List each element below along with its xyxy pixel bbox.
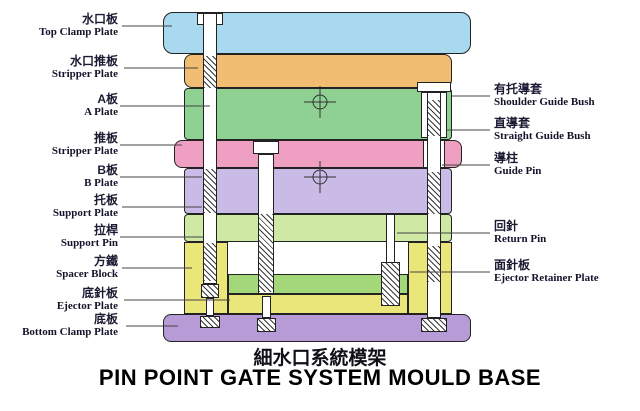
label-zh: 托板 (93, 193, 118, 207)
label-straight-guide-bush: 直導套 Straight Guide Bush (494, 116, 640, 143)
support-pin-hatch-upper (204, 56, 216, 88)
label-support-plate: 托板 Support Plate (0, 193, 118, 220)
label-en: A Plate (84, 106, 118, 118)
label-zh: 有托導套 (494, 82, 543, 96)
label-en: B Plate (84, 177, 118, 189)
label-en: Stripper Plate (51, 68, 118, 80)
label-en: Stripper Plate (51, 145, 118, 157)
label-zh: 直導套 (494, 116, 531, 130)
plate-b (184, 168, 452, 214)
label-zh: B板 (97, 163, 118, 177)
center-bolt-stem (262, 296, 271, 318)
label-spacer-block: 方鐵 Spacer Block (0, 254, 118, 281)
label-return-pin: 回針 Return Pin (494, 219, 640, 246)
label-en: Support Plate (52, 207, 118, 219)
support-pin-collar (201, 284, 219, 298)
label-zh: 方鐵 (93, 254, 118, 268)
label-support-pin: 拉桿 Support Pin (0, 223, 118, 250)
support-pin-hatch-lower (204, 243, 216, 281)
label-zh: 水口板 (81, 12, 118, 26)
label-zh: 水口推板 (69, 54, 118, 68)
label-zh: 導柱 (494, 151, 519, 165)
label-top-clamp-plate: 水口板 Top Clamp Plate (0, 12, 118, 39)
right-guide-pin-hatch-lower (428, 246, 440, 282)
center-bolt-head (257, 318, 276, 332)
label-en: Shoulder Guide Bush (494, 96, 595, 108)
plate-bottom-clamp (163, 314, 471, 342)
right-guide-pin-screw-head (421, 318, 447, 332)
plate-a (184, 88, 452, 140)
label-zh: 拉桿 (93, 223, 118, 237)
page-title-en: PIN POINT GATE SYSTEM MOULD BASE (98, 365, 542, 390)
label-en: Spacer Block (56, 268, 118, 280)
label-a-plate: A板 A Plate (0, 92, 118, 119)
center-guide-pin-hatch (259, 214, 273, 292)
label-stripper-plate-mid: 推板 Stripper Plate (0, 131, 118, 158)
label-b-plate: B板 B Plate (0, 163, 118, 190)
plate-ejector (228, 294, 408, 314)
label-zh: 面針板 (494, 258, 531, 272)
label-en: Guide Pin (494, 165, 542, 177)
label-en: Ejector Plate (56, 300, 118, 312)
label-en: Bottom Clamp Plate (22, 326, 118, 338)
label-en: Straight Guide Bush (494, 130, 591, 142)
return-pin-screw (381, 262, 400, 306)
shoulder-guide-bush-flange (417, 82, 451, 92)
label-ejector-plate: 底針板 Ejector Plate (0, 286, 118, 313)
label-en: Return Pin (494, 233, 547, 245)
label-zh: 回針 (494, 219, 519, 233)
label-en: Support Pin (60, 237, 118, 249)
label-zh: 推板 (93, 131, 118, 145)
label-zh: 底針板 (81, 286, 118, 300)
label-en: Ejector Retainer Plate (494, 272, 599, 284)
label-en: Top Clamp Plate (38, 26, 118, 38)
plate-stripper-mid (174, 140, 462, 168)
label-zh: 底板 (93, 312, 118, 326)
support-pin-bolt-head (200, 316, 220, 328)
support-pin-stem (206, 298, 214, 316)
plate-support (184, 214, 452, 242)
label-shoulder-guide-bush: 有托導套 Shoulder Guide Bush (494, 82, 640, 109)
right-guide-pin-hatch-upper (428, 100, 440, 136)
right-guide-pin-hatch-mid (428, 172, 440, 214)
center-guide-pin-head (253, 141, 279, 154)
label-bottom-clamp-plate: 底板 Bottom Clamp Plate (0, 312, 118, 339)
label-zh: A板 (97, 92, 118, 106)
page-title-zh: 細水口系統模架 (253, 348, 387, 369)
label-guide-pin: 導柱 Guide Pin (494, 151, 640, 178)
label-ejector-retainer-plate: 面針板 Ejector Retainer Plate (494, 258, 640, 285)
plate-stripper-upper (184, 54, 452, 88)
label-stripper-plate-upper: 水口推板 Stripper Plate (0, 54, 118, 81)
support-pin-hatch-mid (204, 169, 216, 213)
